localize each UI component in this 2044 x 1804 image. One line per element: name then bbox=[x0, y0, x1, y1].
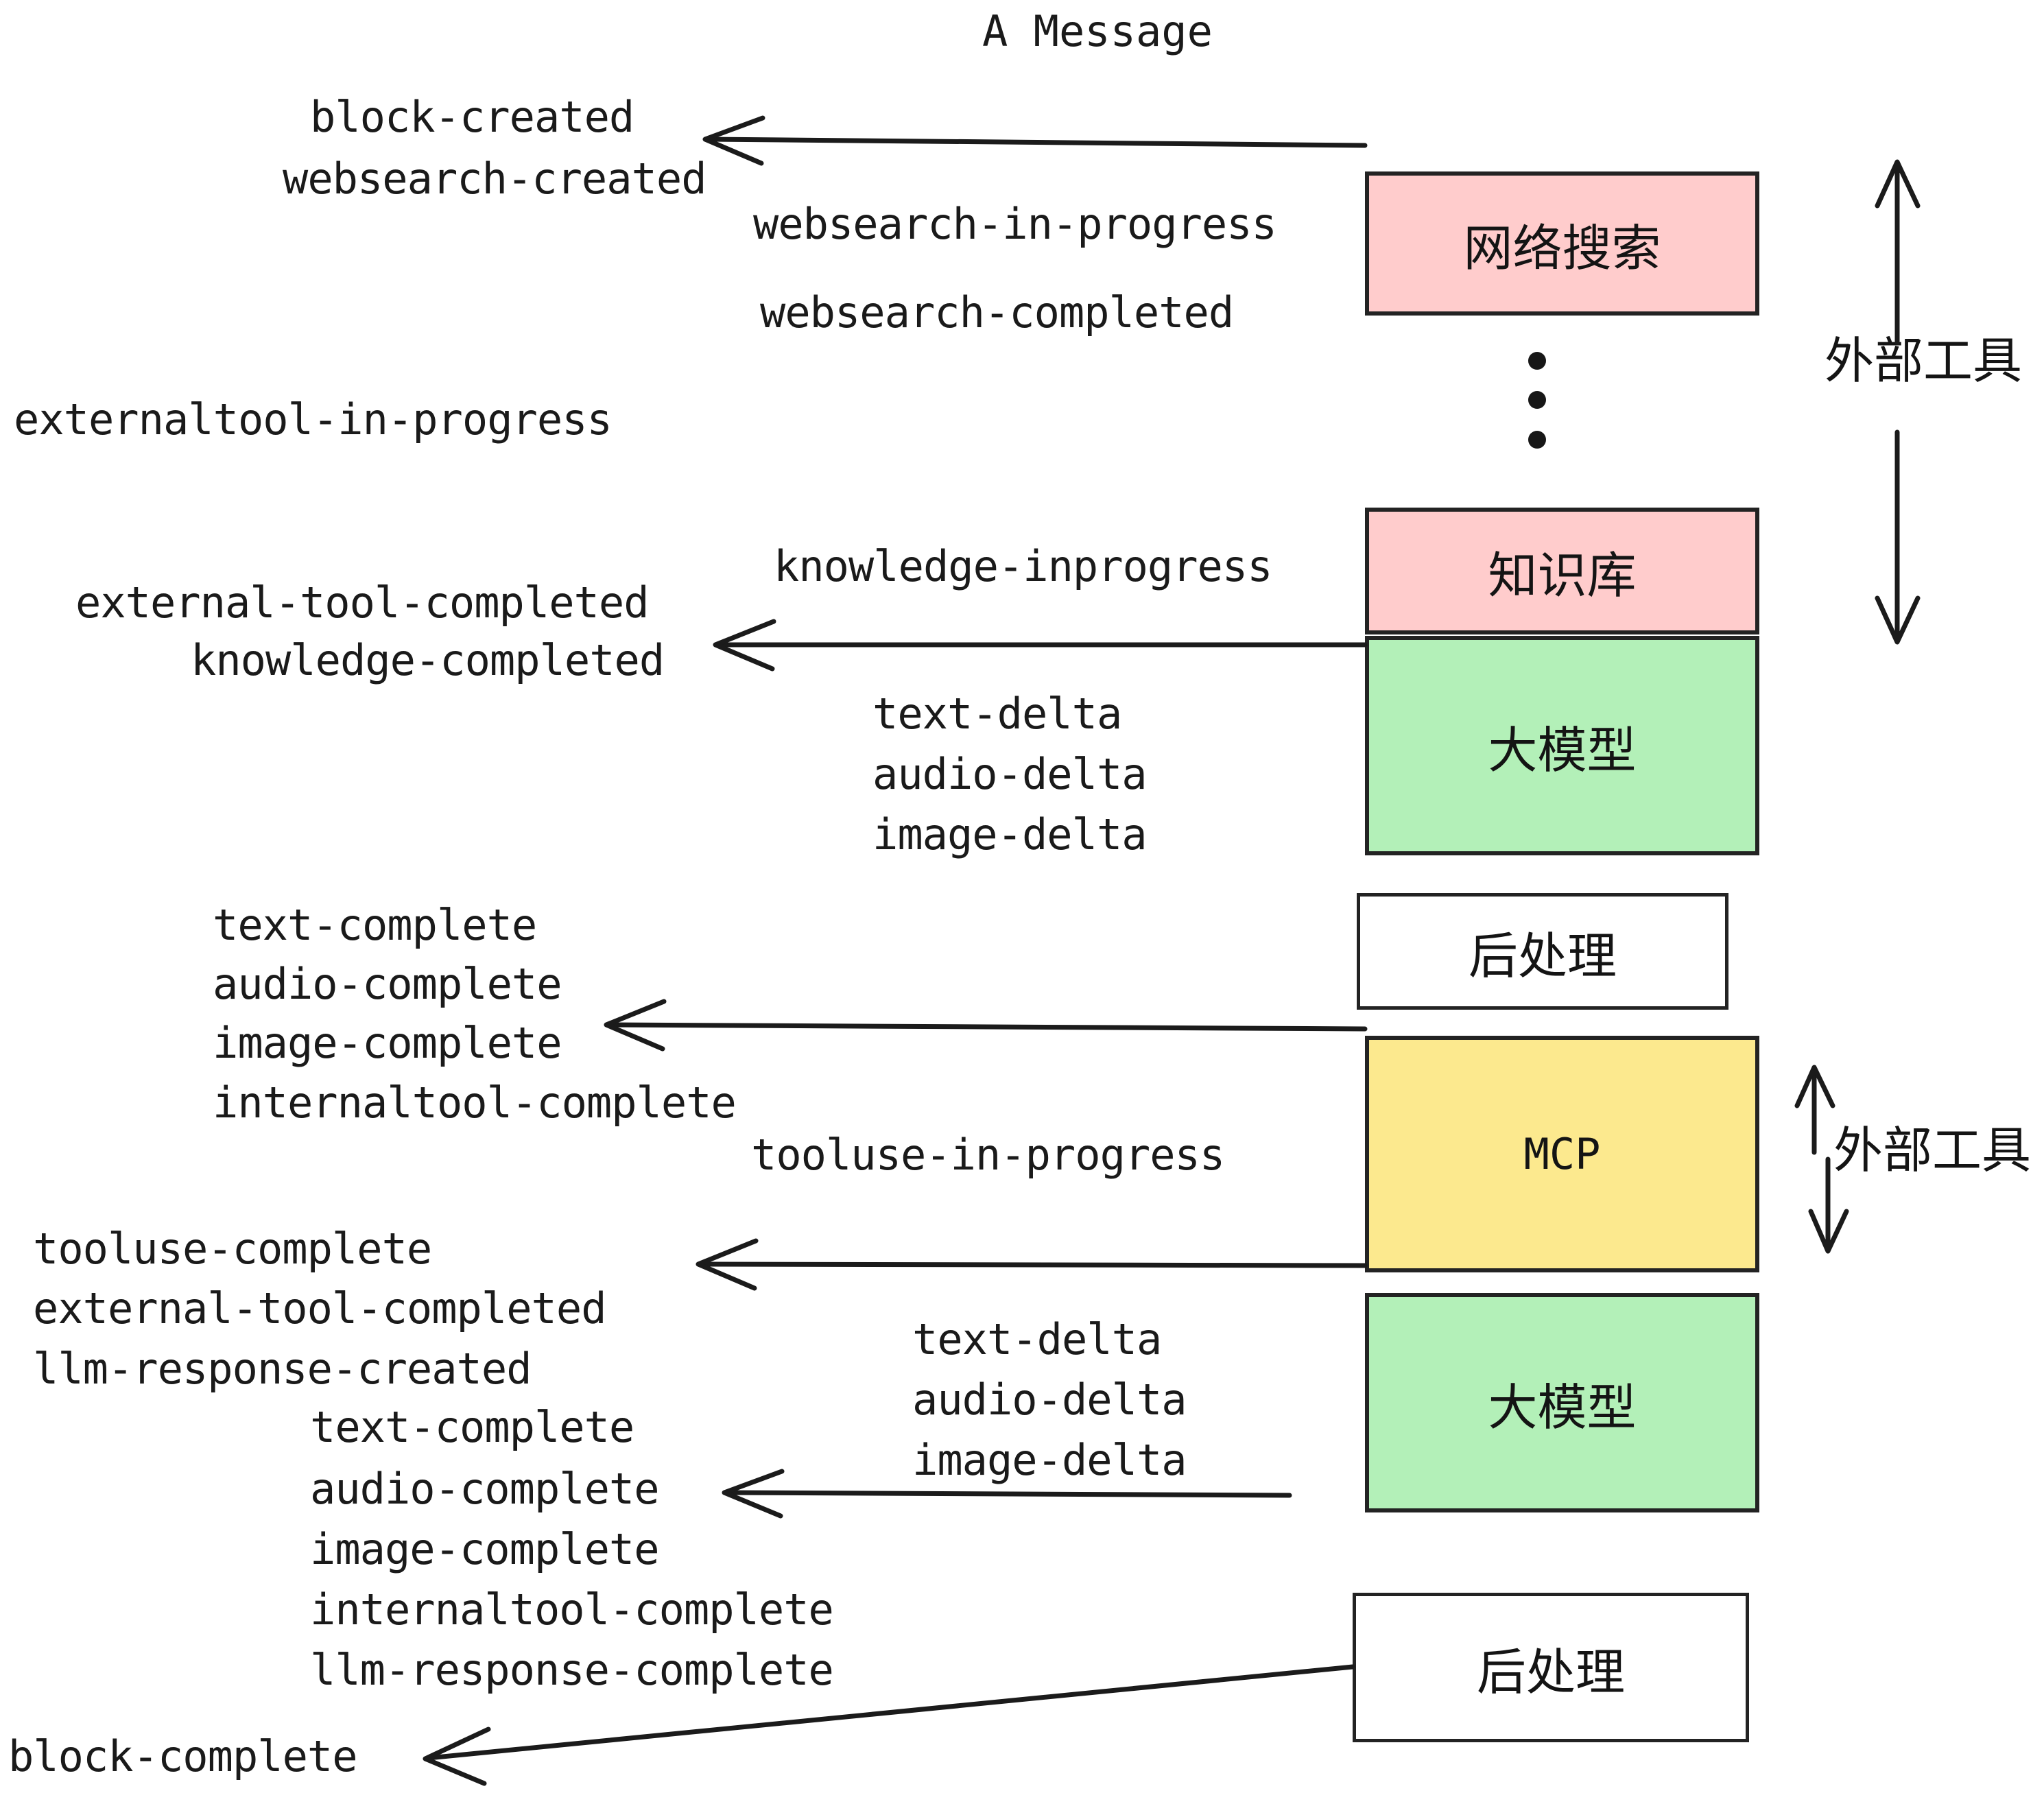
event-label-image-complete-2: image-complete bbox=[310, 1524, 660, 1574]
event-label-image-delta-1: image-delta bbox=[872, 809, 1148, 859]
arrow-websearch-to-block-created bbox=[702, 115, 1368, 166]
event-label-externaltool-in-progress: externaltool-in-progress bbox=[14, 394, 613, 444]
event-label-websearch-completed: websearch-completed bbox=[760, 287, 1234, 337]
ellipsis-dot-3 bbox=[1528, 431, 1546, 449]
ellipsis-dot-1 bbox=[1528, 352, 1546, 370]
component-box-postprocess-1-label: 后处理 bbox=[1468, 927, 1617, 985]
component-box-knowledge-label: 知识库 bbox=[1488, 547, 1637, 604]
component-box-mcp-label: MCP bbox=[1523, 1129, 1601, 1179]
event-label-websearch-created: websearch-created bbox=[283, 154, 707, 204]
event-label-internaltool-complete-2: internaltool-complete bbox=[310, 1585, 834, 1635]
component-box-llm-1-label: 大模型 bbox=[1488, 721, 1637, 779]
component-box-llm-1[interactable]: 大模型 bbox=[1365, 636, 1759, 855]
component-box-mcp[interactable]: MCP bbox=[1365, 1036, 1759, 1272]
component-box-websearch-label: 网络搜索 bbox=[1463, 219, 1661, 277]
bracket-external-tools-top bbox=[1875, 159, 1921, 645]
annotation-external-tools-bottom: 外部工具 bbox=[1833, 1121, 2032, 1179]
component-box-llm-2[interactable]: 大模型 bbox=[1365, 1293, 1759, 1512]
event-label-audio-complete-2: audio-complete bbox=[310, 1464, 660, 1514]
component-box-websearch[interactable]: 网络搜索 bbox=[1365, 171, 1759, 316]
event-label-websearch-in-progress: websearch-in-progress bbox=[753, 199, 1277, 249]
event-label-audio-delta-2: audio-delta bbox=[912, 1375, 1187, 1425]
event-label-tooluse-in-progress: tooluse-in-progress bbox=[751, 1130, 1225, 1180]
event-label-text-delta-2: text-delta bbox=[912, 1314, 1162, 1364]
event-label-text-complete-2: text-complete bbox=[310, 1402, 634, 1452]
event-label-llm-response-complete: llm-response-complete bbox=[310, 1645, 834, 1695]
event-label-knowledge-inprogress: knowledge-inprogress bbox=[774, 541, 1273, 591]
component-box-postprocess-2[interactable]: 后处理 bbox=[1353, 1593, 1749, 1742]
event-label-image-delta-2: image-delta bbox=[912, 1435, 1187, 1485]
event-label-tooluse-complete: tooluse-complete bbox=[33, 1224, 432, 1274]
event-label-block-complete: block-complete bbox=[8, 1731, 358, 1781]
event-label-knowledge-completed: knowledge-completed bbox=[191, 635, 665, 685]
arrow-knowledge-to-knowledge-completed bbox=[713, 619, 1368, 672]
event-label-llm-response-created: llm-response-created bbox=[33, 1344, 532, 1394]
event-label-audio-delta-1: audio-delta bbox=[872, 749, 1148, 799]
event-label-external-tool-completed-1: external-tool-completed bbox=[75, 578, 650, 628]
event-label-audio-complete-1: audio-complete bbox=[213, 959, 562, 1009]
arrow-postprocess-to-image-complete bbox=[604, 999, 1368, 1052]
event-label-internaltool-complete-1: internaltool-complete bbox=[213, 1078, 737, 1128]
annotation-external-tools-top: 外部工具 bbox=[1825, 332, 2023, 390]
component-box-llm-2-label: 大模型 bbox=[1488, 1378, 1637, 1436]
component-box-knowledge[interactable]: 知识库 bbox=[1365, 508, 1759, 634]
event-label-block-created: block-created bbox=[310, 92, 634, 142]
event-label-text-complete-1: text-complete bbox=[213, 900, 537, 950]
page-title: A Message bbox=[982, 6, 1213, 56]
event-label-external-tool-completed-2: external-tool-completed bbox=[33, 1283, 607, 1333]
event-label-text-delta-1: text-delta bbox=[872, 689, 1122, 739]
component-box-postprocess-1[interactable]: 后处理 bbox=[1357, 893, 1728, 1010]
component-box-postprocess-2-label: 后处理 bbox=[1476, 1643, 1625, 1701]
ellipsis-dot-2 bbox=[1528, 391, 1546, 409]
event-label-image-complete-1: image-complete bbox=[213, 1018, 562, 1068]
arrow-mcp-to-tooluse-complete bbox=[696, 1238, 1368, 1291]
